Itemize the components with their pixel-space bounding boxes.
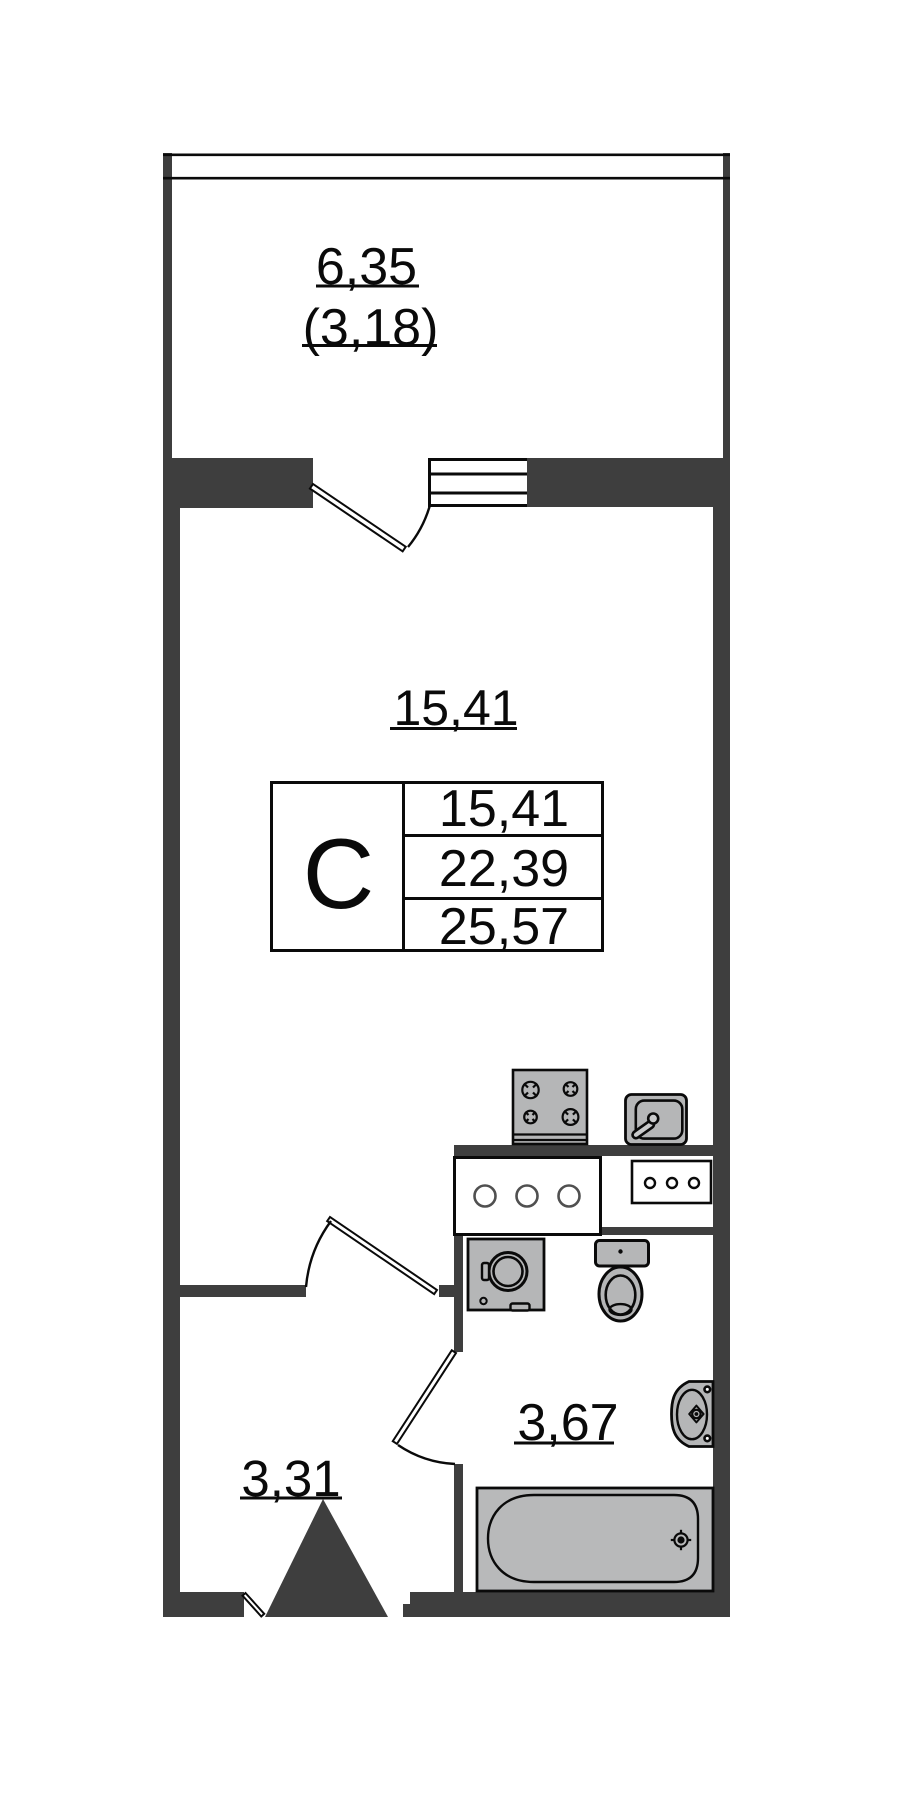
svg-text:22,39: 22,39 (439, 840, 569, 898)
svg-text:С: С (303, 818, 375, 929)
svg-text:15,41: 15,41 (439, 780, 569, 838)
svg-text:25,57: 25,57 (439, 898, 569, 956)
svg-text:(3,18): (3,18) (303, 299, 439, 357)
svg-text:15,41: 15,41 (393, 680, 518, 736)
